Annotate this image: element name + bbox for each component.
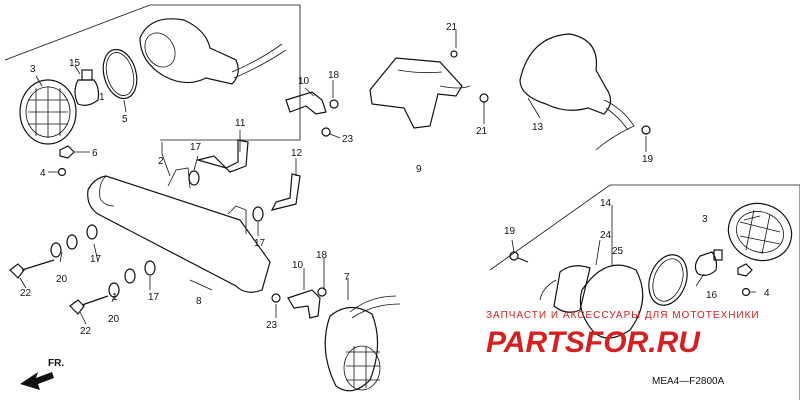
callout-1: 1 [99, 92, 105, 103]
front-direction-arrow: FR. [20, 358, 64, 390]
callout-13: 13 [532, 122, 544, 133]
screw-4-left [57, 167, 67, 177]
watermark-brand: PARTSFOR.RU [486, 326, 701, 359]
callout-19-right: 19 [504, 226, 516, 237]
group-frame-right [489, 184, 800, 400]
callout-23-top: 23 [342, 134, 354, 145]
callout-3-left: 3 [30, 64, 36, 75]
callout-21-mid: 21 [476, 126, 488, 137]
front-lens-left [19, 79, 77, 145]
callout-17-left: 17 [90, 254, 102, 265]
lens-7-lower [324, 295, 401, 392]
callout-20-lower: 20 [108, 314, 120, 325]
callout-18-lower: 18 [316, 250, 328, 261]
callout-19-top: 19 [642, 154, 654, 165]
callout-17-mid: 17 [254, 238, 266, 249]
bracket-10-lower [271, 287, 327, 319]
lens-25-right [579, 264, 644, 339]
callout-17-top: 17 [190, 142, 202, 153]
callout-16: 16 [706, 290, 718, 301]
housing-top [139, 18, 287, 85]
bulb-16-right [694, 249, 723, 276]
leader-lines [19, 30, 761, 325]
callout-10-top: 10 [298, 76, 310, 87]
bulb-left [74, 69, 100, 106]
callout-21-top: 21 [446, 22, 458, 33]
callout-15: 15 [69, 58, 81, 69]
callout-17-low: 17 [148, 292, 160, 303]
screw-4-right [741, 287, 751, 297]
callout-1-lower: 1 [112, 292, 118, 303]
housing-13 [519, 33, 651, 151]
nut-right [737, 263, 753, 277]
callout-10-lower: 10 [292, 260, 304, 271]
callout-2: 2 [158, 156, 164, 167]
callout-6: 6 [92, 148, 98, 159]
mount-plate-9 [369, 50, 489, 129]
gasket-right [648, 254, 688, 306]
bolt-22-upper [9, 234, 78, 279]
callout-12: 12 [291, 148, 303, 159]
bracket-11 [195, 139, 249, 173]
group-frame-top [4, 4, 301, 141]
callout-9: 9 [416, 164, 422, 175]
bracket-10-top [285, 91, 339, 137]
gasket-left [102, 48, 138, 100]
bolt-22-lower [69, 268, 136, 315]
bracket-12 [270, 173, 301, 211]
watermark: ЗАПЧАСТИ И АКСЕССУАРЫ ДЛЯ МОТОТЕХНИКИ PA… [486, 310, 760, 359]
bushing-17-low [144, 260, 156, 276]
callout-11: 11 [235, 118, 246, 129]
turn-signal-bar-8 [87, 167, 271, 293]
nut-6 [59, 145, 75, 159]
callout-20-upper: 20 [56, 274, 68, 285]
callout-8: 8 [196, 296, 202, 307]
callout-7: 7 [344, 272, 350, 283]
bushing-17-mid [252, 206, 264, 222]
diagram-code: MEA4—F2800A [652, 376, 725, 387]
callout-4-right: 4 [764, 288, 770, 299]
callout-22-upper: 22 [20, 288, 32, 299]
callout-23-lower: 23 [266, 320, 278, 331]
callout-14: 14 [600, 198, 612, 209]
bushing-17-left [86, 224, 98, 240]
callout-5: 5 [122, 114, 128, 125]
watermark-tagline: ЗАПЧАСТИ И АКСЕССУАРЫ ДЛЯ МОТОТЕХНИКИ [486, 310, 760, 321]
callout-4-left: 4 [40, 168, 46, 179]
callout-25: 25 [612, 246, 624, 257]
callout-24: 24 [600, 230, 612, 241]
bushing-17-top [188, 170, 200, 186]
direction-label: FR. [48, 358, 64, 369]
callout-18-top: 18 [328, 70, 340, 81]
lens-3-right [727, 202, 793, 262]
callout-3-right: 3 [702, 214, 708, 225]
housing-14-right [539, 265, 591, 313]
callout-22-lower: 22 [80, 326, 92, 337]
